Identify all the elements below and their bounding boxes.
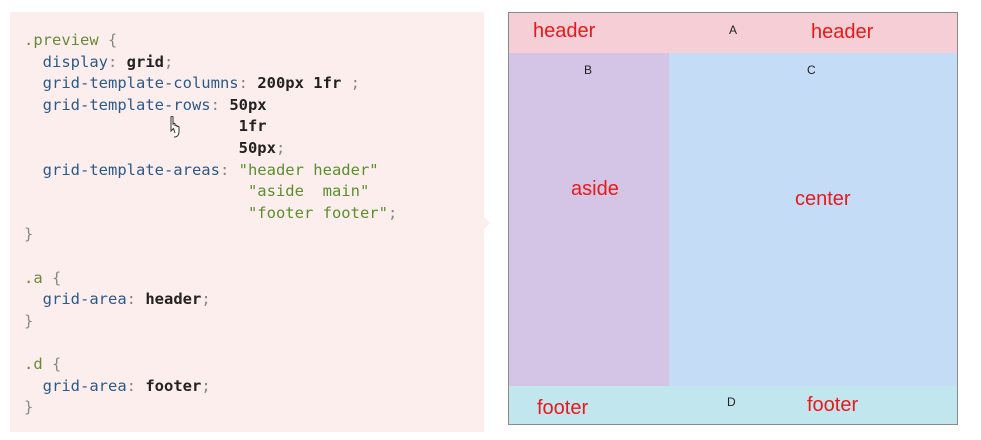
code-token: .a (24, 268, 52, 287)
code-token: : (126, 376, 146, 395)
code-token (24, 182, 248, 200)
code-line: grid-area: header; (24, 289, 397, 311)
code-token: "footer footer" (247, 203, 388, 222)
code-token: 1fr (238, 117, 267, 136)
code-token: grid-template-rows (24, 95, 211, 114)
code-token: grid-area (24, 376, 127, 395)
annotation-center: center (795, 188, 851, 210)
code-line: } (24, 397, 397, 419)
code-line: 1fr (24, 116, 397, 138)
code-token: ; (201, 376, 211, 395)
code-line: "aside main" (24, 181, 397, 203)
code-token (24, 117, 239, 135)
code-token: grid-template-areas (24, 160, 220, 179)
code-token: .d (24, 354, 52, 373)
code-token: { (108, 31, 118, 49)
annotation-aside: aside (571, 178, 619, 200)
code-token: } (24, 225, 34, 244)
code-token: { (52, 354, 62, 373)
code-token: : (108, 52, 127, 71)
code-token (24, 204, 248, 222)
cell-letter-a: A (729, 23, 738, 37)
code-token: "aside main" (247, 182, 370, 201)
code-token: { (52, 268, 62, 287)
code-panel: .preview { display: grid; grid-template-… (10, 12, 490, 432)
code-token: } (24, 311, 34, 330)
annotation-footer-right: footer (807, 394, 859, 416)
cell-letter-b: B (584, 63, 593, 77)
code-token: header (145, 290, 202, 309)
code-token: ; (387, 203, 398, 222)
code-token: : (219, 160, 239, 179)
annotation-header-left: header (533, 20, 596, 42)
code-token: } (24, 398, 34, 417)
grid-preview: header A header B aside C center footer … (508, 12, 958, 425)
hand-pointer-icon (170, 116, 180, 138)
cell-letter-c: C (807, 63, 816, 77)
code-line: grid-area: footer; (24, 376, 397, 398)
code-token: 50px (238, 138, 276, 157)
grid-area-main: C center (669, 53, 957, 386)
css-code-block: .preview { display: grid; grid-template-… (24, 30, 397, 419)
code-token: "header header" (238, 160, 379, 179)
grid-area-footer: footer D footer (509, 386, 957, 424)
grid-area-header: header A header (509, 13, 957, 53)
code-line: "footer footer"; (24, 203, 397, 225)
code-line: 50px; (24, 138, 397, 160)
code-token: : (126, 290, 146, 309)
code-token: : (210, 95, 230, 114)
code-token: .preview (24, 31, 108, 49)
code-token: : (238, 74, 258, 93)
code-line: } (24, 224, 397, 246)
code-token: 50px (229, 95, 267, 114)
code-line (24, 332, 397, 354)
annotation-header-right: header (811, 21, 874, 43)
code-token: ; (201, 290, 211, 309)
code-token: grid-template-columns (24, 74, 239, 93)
code-token (24, 139, 239, 157)
code-token: display (24, 52, 108, 71)
code-line: .d { (24, 354, 397, 376)
code-line: grid-template-rows: 50px (24, 95, 397, 117)
code-line: .a { (24, 268, 397, 290)
annotation-footer-left: footer (537, 397, 589, 419)
cell-letter-d: D (727, 395, 736, 409)
code-token: grid (126, 52, 164, 71)
code-token: ; (164, 52, 174, 71)
code-token: ; (341, 74, 360, 93)
code-line: .preview { (24, 30, 397, 52)
code-line: } (24, 311, 397, 333)
code-line: display: grid; (24, 52, 397, 74)
code-line: grid-template-areas: "header header" (24, 160, 397, 182)
code-token: grid-area (24, 290, 127, 309)
grid-area-aside: B aside (509, 53, 669, 386)
code-line (24, 246, 397, 268)
code-line: grid-template-columns: 200px 1fr ; (24, 73, 397, 95)
code-token: footer (145, 376, 202, 395)
code-token: ; (275, 138, 286, 157)
code-token: 200px 1fr (257, 74, 342, 93)
